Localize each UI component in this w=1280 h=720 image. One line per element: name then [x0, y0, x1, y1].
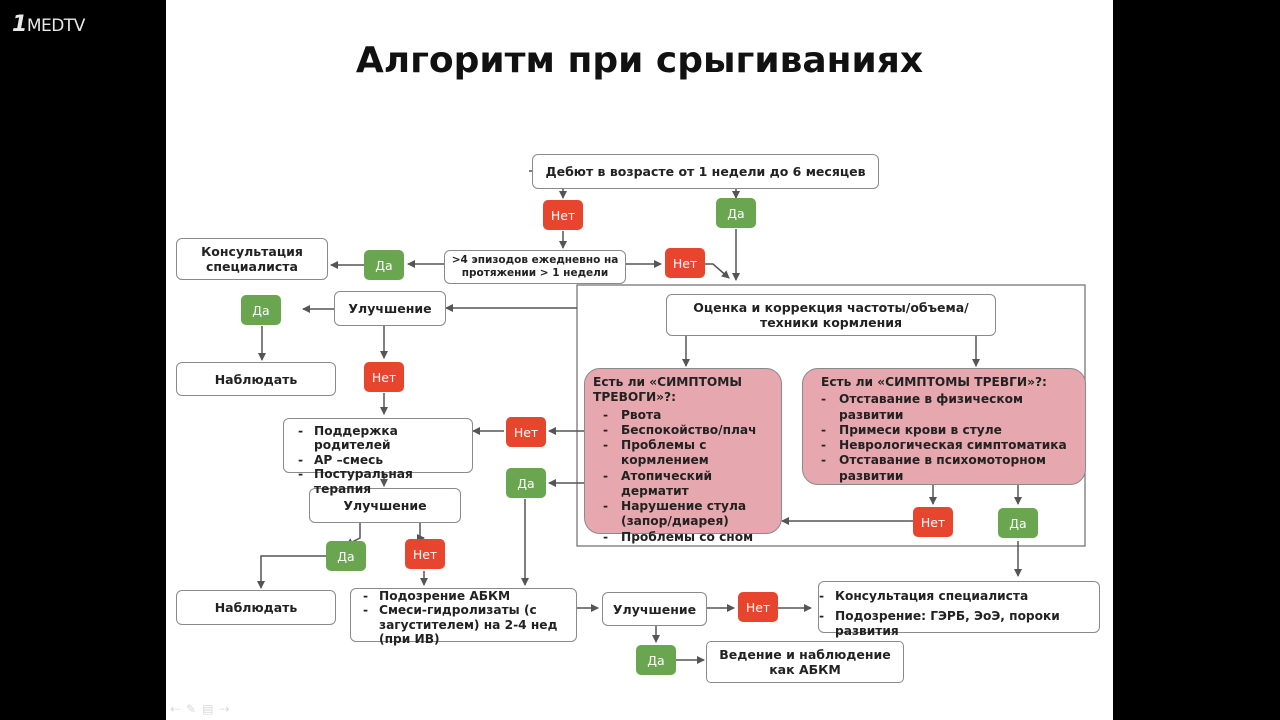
yes-chip: Да: [716, 198, 756, 228]
list-item: Смеси-гидролизаты (с загустителем) на 2-…: [363, 603, 568, 646]
improvement-box-3: Улучшение: [602, 592, 707, 626]
yes-chip: Да: [364, 250, 404, 280]
no-chip: Нет: [665, 248, 705, 278]
list-item: Поддержка родителей: [298, 424, 472, 453]
list-item: Подозрение: ГЭРБ, ЭоЭ, пороки развития: [819, 609, 1099, 638]
no-chip: Нет: [913, 507, 953, 537]
slide: Алгоритм при срыгиваниях: [166, 0, 1113, 720]
improvement-box-1: Улучшение: [334, 291, 446, 326]
yes-chip: Да: [998, 508, 1038, 538]
list-item: Подозрение АБКМ: [363, 589, 568, 604]
yes-chip: Да: [636, 645, 676, 675]
slide-title: Алгоритм при срыгиваниях: [355, 40, 924, 81]
specialist-consult-box: Консультация специалиста Подозрение: ГЭР…: [818, 581, 1100, 638]
no-chip: Нет: [405, 539, 445, 569]
manage-abkm-box: Ведение и наблюдение как АБКМ: [706, 641, 904, 683]
assess-feeding-box: Оценка и коррекция частоты/объема/техник…: [666, 294, 996, 336]
no-chip: Нет: [364, 362, 404, 392]
list-item: Атопический дерматит: [603, 469, 773, 500]
list-item: Нарушение стула (запор/диарея): [603, 499, 773, 530]
alarm-symptoms-right: Есть ли «СИМПТОМЫ ТРЕВГИ»?: Отставание в…: [802, 368, 1086, 485]
list-item: Беспокойство/плач: [603, 423, 773, 439]
yes-chip: Да: [326, 541, 366, 571]
consult-box: Консультация специалиста: [176, 238, 328, 280]
list-item: Проблемы с кормлением: [603, 438, 773, 469]
alarm-title: Есть ли «СИМПТОМЫ ТРЕВГИ»?:: [821, 375, 1047, 389]
alarm-symptoms-left: Есть ли «СИМПТОМЫ ТРЕВОГИ»?: Рвота Беспо…: [584, 368, 782, 545]
abkm-suspicion-box: Подозрение АБКМ Смеси-гидролизаты (с заг…: [350, 588, 577, 646]
yes-chip: Да: [506, 468, 546, 498]
no-chip: Нет: [738, 592, 778, 622]
yes-chip: Да: [241, 295, 281, 325]
parent-support-box: Поддержка родителей АР –смесь Постуральн…: [283, 418, 473, 496]
medtv-logo: 1MEDTV: [12, 12, 85, 37]
list-item: Консультация специалиста: [819, 589, 1099, 604]
list-item: Отставание в физическом развитии: [821, 392, 1077, 423]
observe-box-2: Наблюдать: [176, 590, 336, 625]
slide-toolbar[interactable]: ⇠✎▤⇢: [170, 702, 236, 716]
observe-box-1: Наблюдать: [176, 362, 336, 396]
onset-box: Дебют в возрасте от 1 недели до 6 месяце…: [532, 154, 879, 189]
list-item: Неврологическая симптоматика: [821, 438, 1077, 454]
no-chip: Нет: [506, 417, 546, 447]
list-item: Постуральная терапия: [298, 467, 472, 496]
no-chip: Нет: [543, 200, 583, 230]
flow-arrows: [257, 170, 1086, 664]
list-item: АР –смесь: [298, 453, 472, 468]
list-item: Рвота: [603, 408, 773, 424]
list-item: Отставание в психомоторном развитии: [821, 453, 1077, 484]
episodes-box: >4 эпизодов ежедневно на протяжении > 1 …: [444, 250, 626, 284]
alarm-title: Есть ли «СИМПТОМЫ ТРЕВОГИ»?:: [593, 375, 743, 405]
list-item: Примеси крови в стуле: [821, 423, 1077, 439]
list-item: Проблемы со сном: [603, 530, 773, 546]
